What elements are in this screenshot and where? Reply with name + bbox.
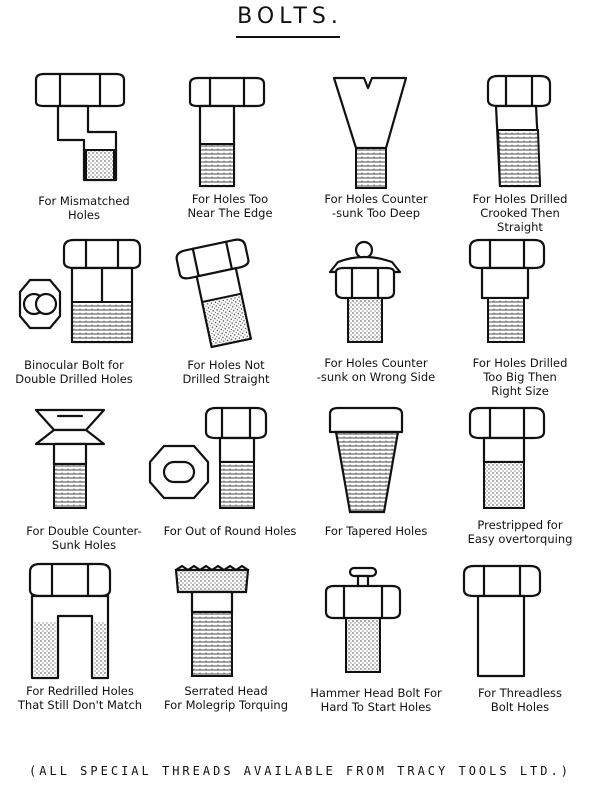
caption-mismatched-holes: For Mismatched Holes [38,194,130,222]
title-underline [236,36,340,38]
bolt-crooked-then-straight [486,74,552,188]
caption-not-drilled-straight: For Holes Not Drilled Straight [182,358,270,386]
bolt-not-drilled-straight [175,238,252,349]
caption-too-big-then-right: For Holes Drilled Too Big Then Right Siz… [472,356,568,398]
caption-hammer-head: Hammer Head Bolt For Hard To Start Holes [310,686,442,714]
caption-tapered: For Tapered Holes [324,524,428,538]
bolt-redrilled [28,562,112,680]
bolt-tapered [328,406,404,514]
bolt-hammer-head [324,566,402,673]
caption-redrilled: For Redrilled Holes That Still Don't Mat… [17,684,143,712]
caption-crooked-then-straight: For Holes Drilled Crooked Then Straight [472,192,568,234]
bolt-too-big-then-right [468,238,546,343]
footer-note: (ALL SPECIAL THREADS AVAILABLE FROM TRAC… [29,764,571,778]
bolt-threadless [462,564,542,678]
bolt-countersunk-wrong-side [328,240,402,343]
caption-double-countersunk: For Double Counter- Sunk Holes [26,524,142,552]
bolt-serrated-head [174,564,250,677]
caption-countersunk-too-deep: For Holes Counter -sunk Too Deep [324,192,428,220]
bolt-prestripped [468,406,546,509]
caption-too-near-edge: For Holes Too Near The Edge [187,192,273,220]
caption-prestripped: Prestripped for Easy overtorquing [467,518,573,546]
caption-binocular: Binocular Bolt for Double Drilled Holes [15,358,133,386]
bolt-double-countersunk [34,408,106,509]
caption-countersunk-wrong-side: For Holes Counter -sunk on Wrong Side [316,356,436,384]
page-title: BOLTS. [237,4,343,29]
bolt-too-near-edge [188,76,266,188]
bolt-countersunk-too-deep [332,76,408,189]
caption-serrated-head: Serrated Head For Molegrip Torquing [163,684,289,712]
caption-threadless: For Threadless Bolt Holes [477,686,563,714]
bolt-binocular [18,238,142,344]
bolt-out-of-round [148,406,268,509]
caption-out-of-round: For Out of Round Holes [163,524,297,538]
bolt-mismatched-holes [34,72,126,182]
